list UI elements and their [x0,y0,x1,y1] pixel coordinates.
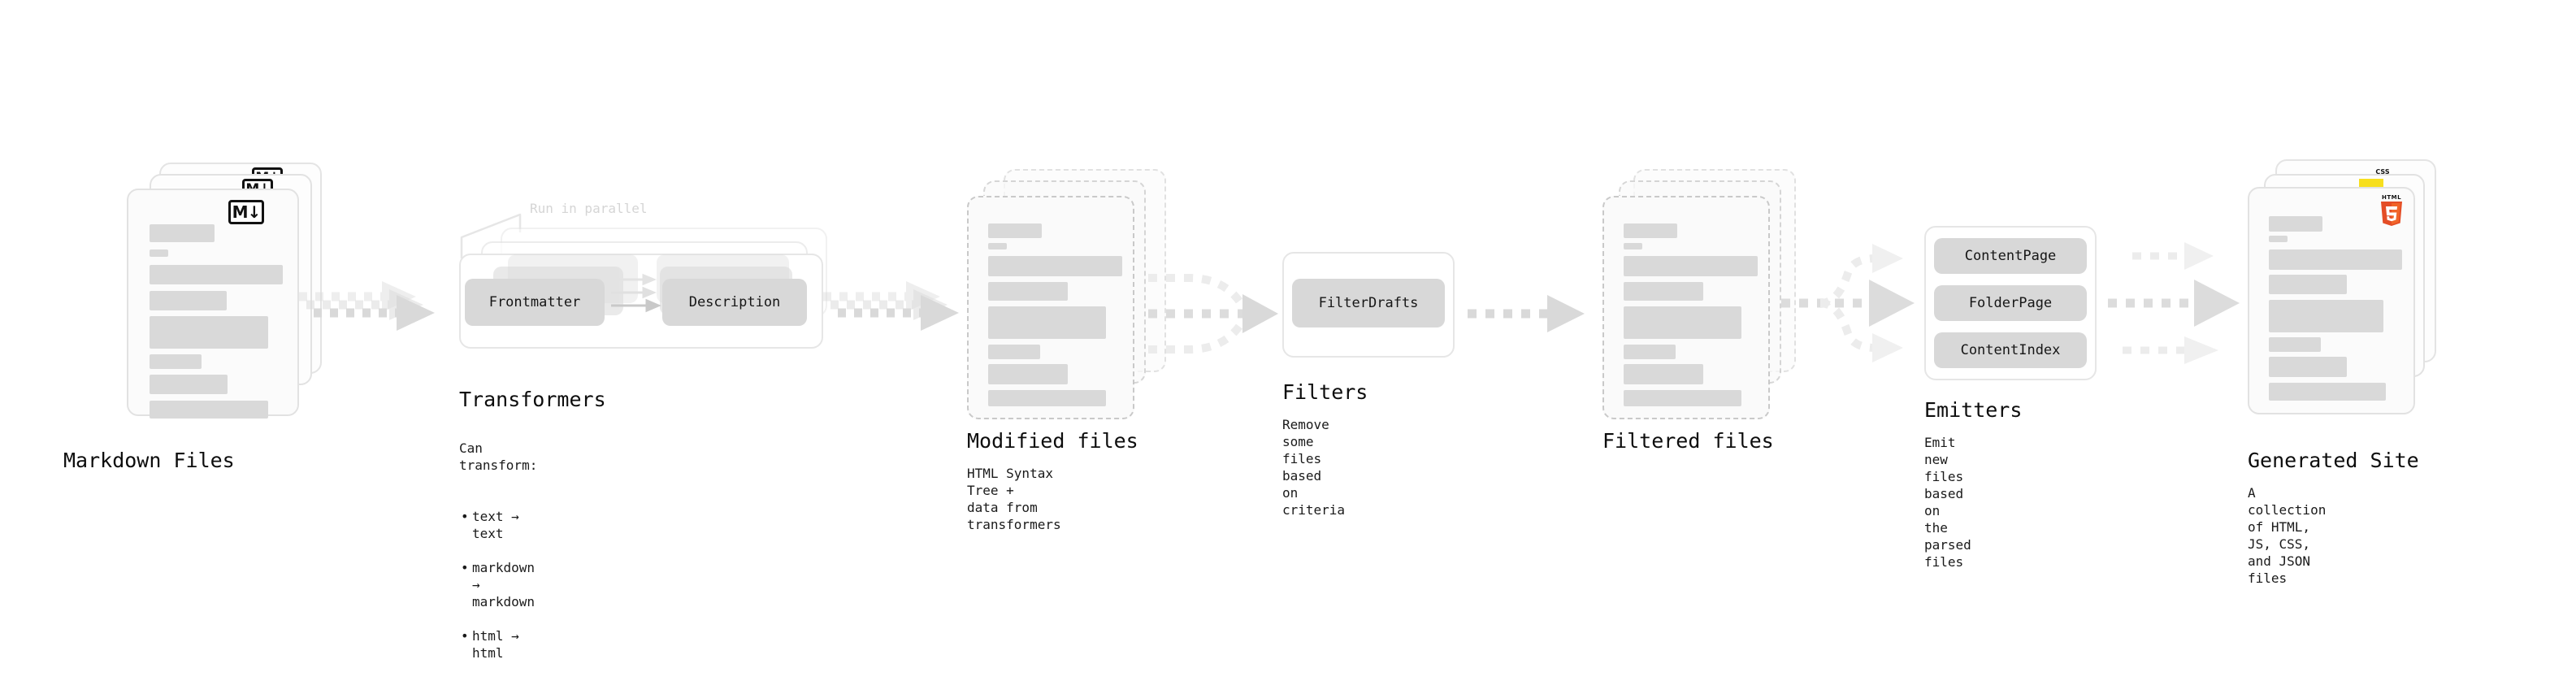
content-bar [150,291,227,310]
content-bar [1624,364,1703,384]
content-bar [2269,249,2402,270]
markdown-badge-front: M↓ [228,200,264,224]
content-bar [1624,306,1741,339]
modified-card-front [967,196,1134,419]
transformer-inner-arrows [611,273,661,313]
site-card-front-html [2248,187,2415,414]
connector-markdown-to-transformers [299,281,435,331]
content-bar [988,223,1042,238]
svg-text:CSS: CSS [2375,168,2389,176]
content-bar [1624,223,1677,238]
modified-files-subtitle: HTML Syntax Tree + data from transformer… [967,466,1061,532]
transformers-bullet: text → text [461,508,537,542]
content-bar [988,306,1106,339]
content-bar [150,401,268,419]
generated-site-subtitle: A collection of HTML, JS, CSS, and JSON … [2248,485,2327,586]
content-bar [988,256,1122,276]
content-bar [2269,300,2383,332]
stage-title-filtered-files: Filtered files [1602,429,1774,453]
content-bar [150,224,215,242]
svg-text:HTML: HTML [2382,194,2401,201]
filtered-card-front [1602,196,1770,419]
content-bar [1624,390,1741,406]
chip-filterdrafts[interactable]: FilterDrafts [1292,279,1445,327]
stage-title-generated-site: Generated Site [2248,449,2419,472]
content-bar [988,364,1068,384]
connector-emitters-to-site [2108,242,2240,364]
content-bar [1624,256,1758,276]
chip-description[interactable]: Description [662,279,807,326]
stage-title-filters: Filters [1282,380,1368,404]
content-bar [2269,357,2347,377]
connector-modified-to-filters [1148,274,1278,354]
content-bar [2269,275,2347,294]
content-bar [150,375,228,394]
html5-badge-icon: HTML [2381,194,2402,226]
emitters-subtitle: Emit new files based on the parsed files [1924,435,1971,570]
content-bar [2269,236,2288,242]
content-bar [988,345,1040,359]
content-bar [988,282,1068,301]
markdown-card-front [127,189,299,419]
transformers-subtitle-lead: Can transform: [459,440,538,473]
stage-title-markdown-files: Markdown Files [63,449,235,472]
transformers-bullet: markdown → markdown [461,559,537,610]
chip-folderpage[interactable]: FolderPage [1934,285,2087,321]
transformers-bullet-list: text → text markdown → markdown html → h… [459,491,537,679]
connector-transformers-to-modified [823,281,959,331]
content-bar [988,243,1007,249]
content-bar [150,265,283,284]
content-bar [2269,383,2386,401]
run-in-parallel-bracket [460,213,522,258]
content-bar [1624,282,1703,301]
connector-filters-to-filtered [1468,295,1585,332]
stage-title-transformers: Transformers [459,388,606,411]
transformers-subtitle: Can transform: text → text markdown → ma… [459,423,537,681]
chip-contentindex[interactable]: ContentIndex [1934,332,2087,368]
stage-title-emitters: Emitters [1924,398,2023,422]
content-bar [2269,337,2321,352]
chip-frontmatter[interactable]: Frontmatter [465,279,605,326]
chip-contentpage[interactable]: ContentPage [1934,238,2087,274]
transformers-bullet: html → html [461,627,537,661]
content-bar [150,249,168,257]
content-bar [150,354,202,369]
content-bar [988,390,1106,406]
connector-filtered-to-emitters [1781,244,1915,362]
content-bar [150,316,268,349]
content-bar [1624,345,1676,359]
run-in-parallel-label: Run in parallel [530,201,648,216]
content-bar [1624,243,1642,249]
filters-subtitle: Remove some files based on criteria [1282,417,1346,518]
content-bar [2269,216,2322,232]
stage-title-modified-files: Modified files [967,429,1138,453]
